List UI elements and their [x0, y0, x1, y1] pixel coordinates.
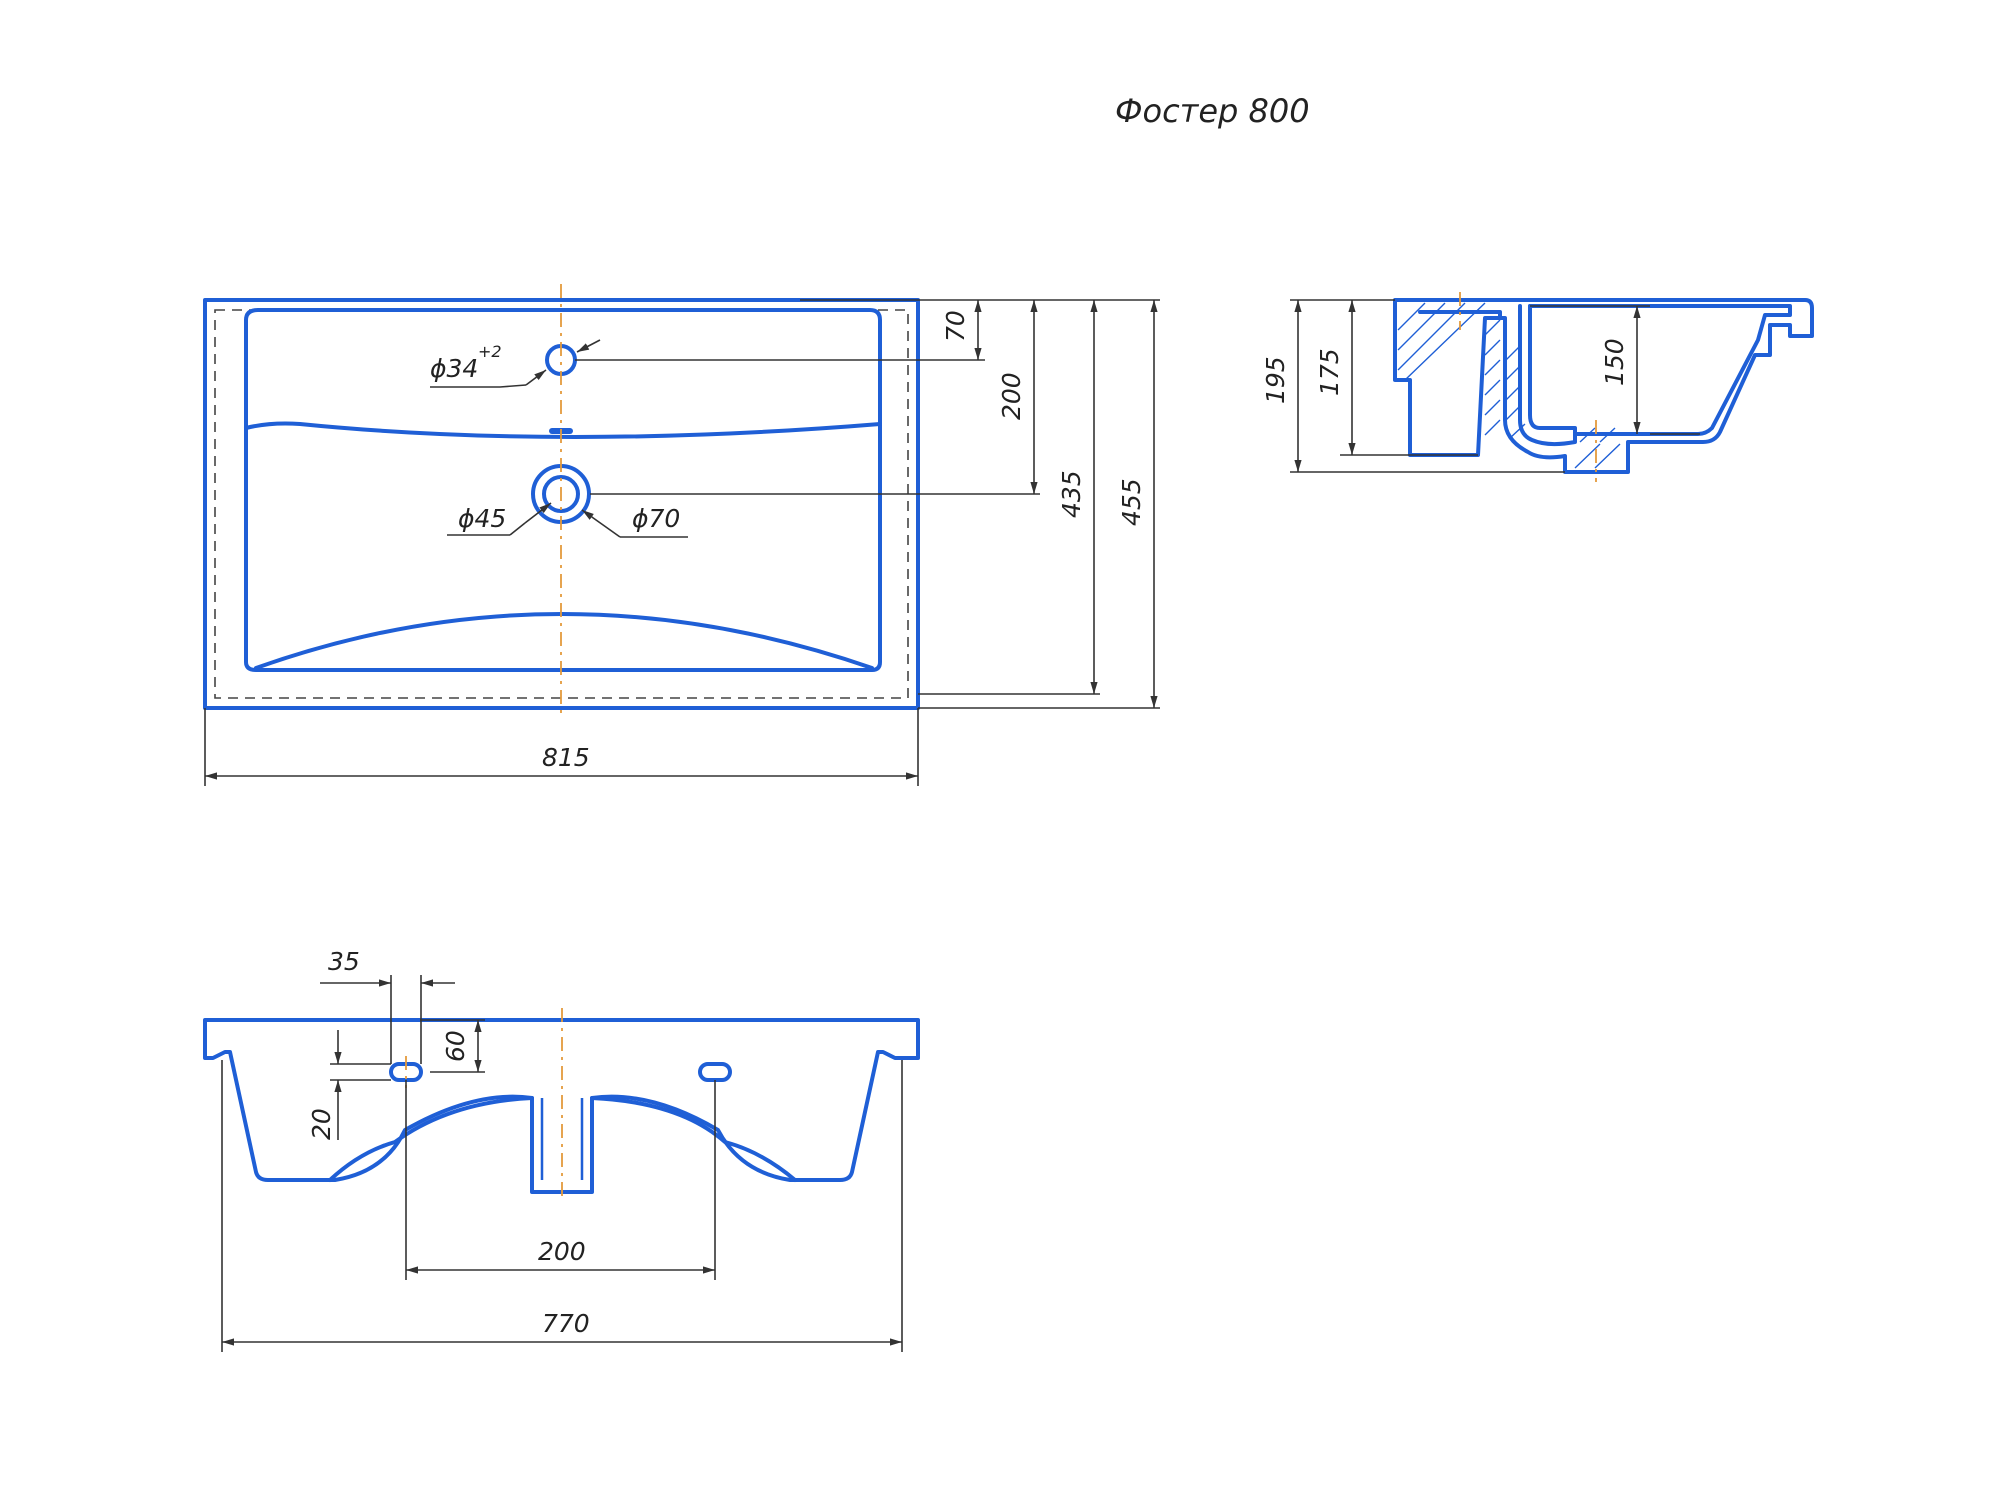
dim-195-label: 195: [1261, 356, 1290, 404]
top-view-front-curve: [254, 612, 874, 670]
mount-hole-right: [698, 1062, 732, 1082]
rear-view-outline: [203, 1018, 920, 1194]
side-view-inner-wall: [1418, 304, 1577, 447]
drain-inner-label: ϕ45: [458, 504, 506, 533]
side-view: 195 175 150: [1261, 292, 1814, 482]
dim-175-label: 175: [1315, 348, 1344, 396]
dim-35-label: 35: [328, 947, 360, 976]
drain-inner: [542, 475, 580, 513]
rear-view-drain-inner: [540, 1098, 584, 1180]
dim-815-label: 815: [542, 743, 590, 772]
side-view-basin-inner: [1528, 304, 1792, 436]
dim-200-label: 200: [997, 372, 1026, 420]
drawing-title: Фостер 800: [1115, 92, 1310, 130]
top-view-shelf-edge: [244, 421, 882, 439]
rear-view: 35 60 20 200 770: [203, 947, 920, 1352]
dim-200-rear-label: 200: [538, 1237, 586, 1266]
dim-150-label: 150: [1600, 338, 1629, 386]
side-view-outline: [1393, 298, 1814, 474]
dim-70-label: 70: [941, 310, 970, 342]
dim-60-label: 60: [441, 1030, 470, 1062]
rear-view-bowl-curve: [328, 1096, 797, 1182]
faucet-hole-tolerance: +2: [478, 342, 502, 361]
dim-770-label: 770: [542, 1309, 590, 1338]
top-view-outer-rim: [203, 298, 920, 710]
drain-outer-label: ϕ70: [632, 504, 680, 533]
dim-435-label: 435: [1057, 470, 1086, 518]
faucet-hole-label: ϕ34: [430, 354, 478, 383]
side-view-hatching: [1397, 302, 1621, 469]
top-view: ϕ34 +2 ϕ45 ϕ70 70 200 435 455 815: [203, 284, 1160, 786]
dim-20-label: 20: [307, 1108, 336, 1140]
dim-455-label: 455: [1117, 478, 1146, 526]
